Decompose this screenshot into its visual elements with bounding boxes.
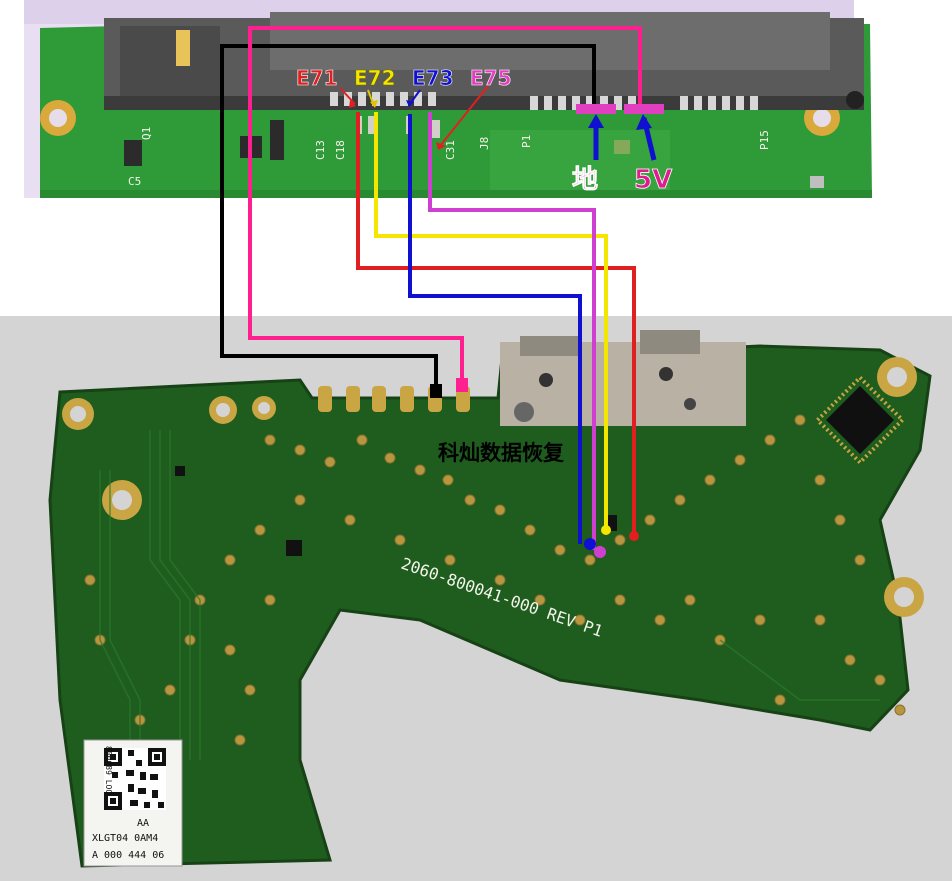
adapter-pin-markers xyxy=(339,85,664,161)
e75-wire xyxy=(428,112,596,550)
five-volt-wire xyxy=(248,26,642,384)
svg-text:C31: C31 xyxy=(444,140,457,160)
five-volt-label: 5V xyxy=(634,165,672,195)
ground-label: 地 xyxy=(572,165,598,195)
e75-label: E75 xyxy=(470,66,512,90)
e71-end-pad xyxy=(629,531,639,541)
svg-text:C18: C18 xyxy=(334,140,347,160)
e75-end-pad xyxy=(594,546,606,558)
sticker-line-2: XLGT04 0AM4 xyxy=(92,833,158,844)
serial-label-sticker: 800089 LOO AA XLGT04 0AM4 A 000 444 06 xyxy=(83,739,183,867)
e72-label: E72 xyxy=(354,66,396,90)
svg-text:Q1: Q1 xyxy=(140,127,153,140)
e72-wire xyxy=(374,112,608,528)
ground-wire xyxy=(220,44,596,396)
drive-pcb-photo: 800089 LOO AA XLGT04 0AM4 A 000 444 06 2… xyxy=(0,316,952,881)
sticker-line-1: AA xyxy=(137,818,149,829)
e72-end-pad xyxy=(601,525,611,535)
e71-label: E71 xyxy=(296,66,338,90)
e73-end-pad xyxy=(584,538,596,550)
e73-wire xyxy=(408,114,582,544)
svg-text:P15: P15 xyxy=(758,130,771,150)
ground-pin-marker xyxy=(430,384,442,398)
five-volt-pin-marker xyxy=(456,378,468,392)
ground-pad-bar xyxy=(576,104,616,114)
svg-text:P1: P1 xyxy=(520,135,533,148)
wire-end-pads xyxy=(430,378,639,558)
svg-text:C13: C13 xyxy=(314,140,327,160)
svg-text:C5: C5 xyxy=(128,175,141,188)
e71-wire xyxy=(356,112,636,532)
signal-labels: E71 E72 E73 E75 地 5V 科灿数据恢复 xyxy=(296,66,673,465)
five-volt-pad-bar xyxy=(624,104,664,114)
e73-label: E73 xyxy=(412,66,454,90)
svg-text:J8: J8 xyxy=(478,137,491,150)
watermark-text: 科灿数据恢复 xyxy=(438,441,565,465)
sticker-side-code: 800089 LOO xyxy=(104,746,113,794)
wiring-overlay xyxy=(220,26,642,550)
sticker-line-3: A 000 444 06 xyxy=(92,850,164,861)
